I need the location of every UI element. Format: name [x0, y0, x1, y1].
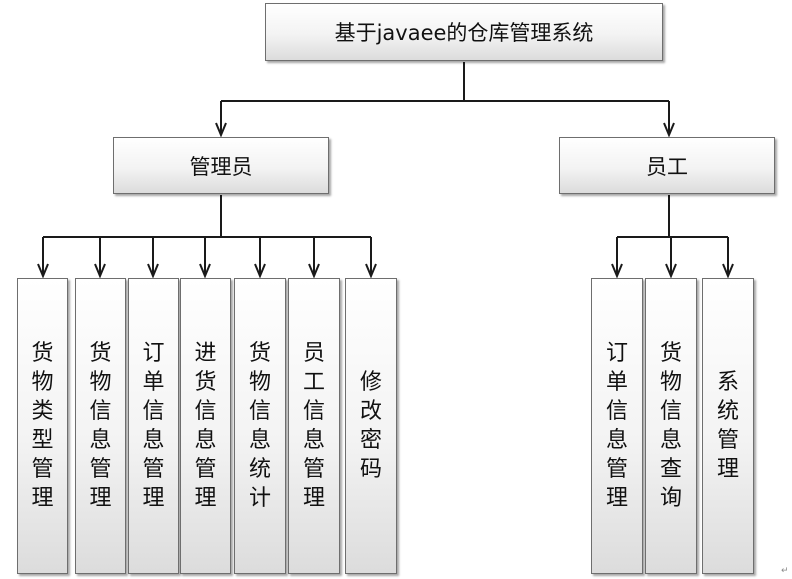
- admin-leaf-2-label: 货物信息管理: [89, 341, 112, 511]
- root-node-label: 基于javaee的仓库管理系统: [334, 21, 594, 45]
- arrow-employee-leaf-1: [611, 263, 623, 279]
- employee-leaf-3: 系统管理: [702, 278, 754, 574]
- admin-leaf-3: 订单信息管理: [128, 278, 179, 574]
- admin-leaf-5: 货物信息统计: [234, 278, 286, 574]
- group-node-admin-label: 管理员: [189, 154, 253, 179]
- paragraph-mark: ↵: [781, 566, 789, 576]
- arrow-admin-leaf-5: [254, 263, 266, 279]
- arrow-admin-leaf-3: [147, 263, 159, 279]
- employee-leaf-3-label: 系统管理: [716, 370, 739, 482]
- arrow-employee-leaf-2: [665, 263, 677, 279]
- arrow-admin-leaf-6: [308, 263, 320, 279]
- arrow-admin-leaf-7: [365, 263, 377, 279]
- admin-leaf-7: 修改密码: [345, 278, 397, 574]
- admin-leaf-4-label: 进货信息管理: [194, 341, 217, 511]
- arrow-employee-leaf-3: [722, 263, 734, 279]
- arrow-admin-leaf-1: [37, 263, 49, 279]
- admin-leaf-5-label: 货物信息统计: [248, 341, 271, 511]
- employee-leaf-1-label: 订单信息管理: [605, 341, 628, 511]
- group-node-employee: 员工: [559, 137, 775, 194]
- arrow-admin-leaf-2: [94, 263, 106, 279]
- arrow-to-employee: [663, 122, 675, 138]
- admin-leaf-6-label: 员工信息管理: [302, 341, 325, 511]
- arrow-admin-leaf-4: [199, 263, 211, 279]
- admin-leaf-1-label: 货物类型管理: [31, 341, 54, 511]
- admin-leaf-7-label: 修改密码: [359, 370, 382, 482]
- admin-leaf-4: 进货信息管理: [180, 278, 231, 574]
- admin-leaf-1: 货物类型管理: [17, 278, 68, 574]
- group-node-employee-label: 员工: [646, 154, 688, 179]
- admin-leaf-2: 货物信息管理: [75, 278, 126, 574]
- root-node: 基于javaee的仓库管理系统: [265, 3, 663, 61]
- employee-leaf-2: 货物信息查询: [645, 278, 697, 574]
- arrow-to-admin: [215, 122, 227, 138]
- admin-leaf-3-label: 订单信息管理: [142, 341, 165, 511]
- employee-leaf-2-label: 货物信息查询: [659, 341, 682, 511]
- admin-leaf-6: 员工信息管理: [288, 278, 340, 574]
- employee-leaf-1: 订单信息管理: [591, 278, 643, 574]
- group-node-admin: 管理员: [113, 137, 329, 194]
